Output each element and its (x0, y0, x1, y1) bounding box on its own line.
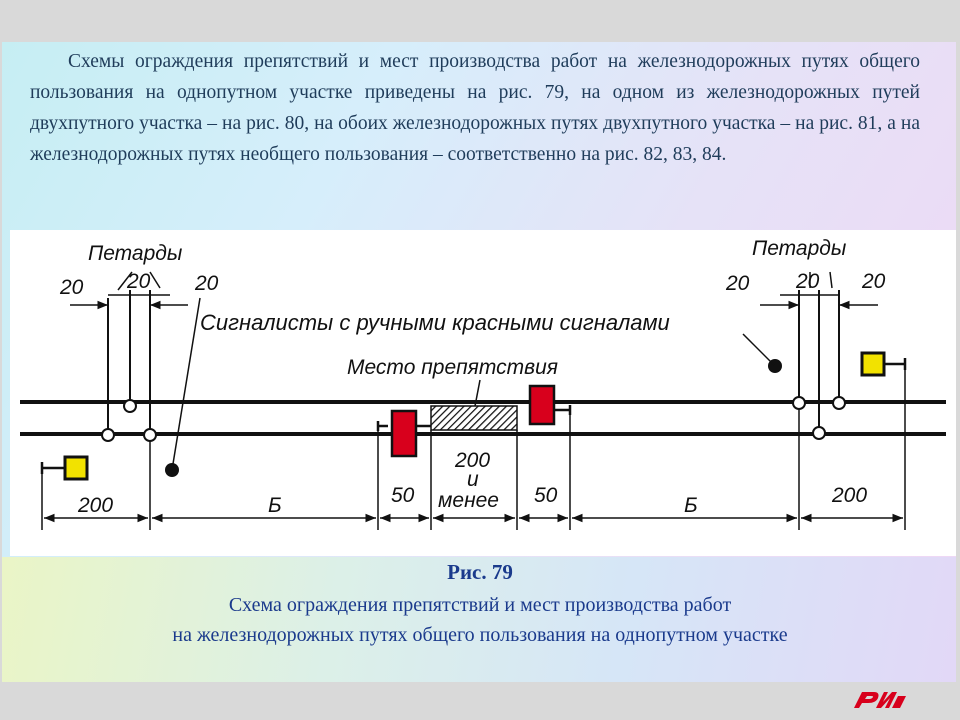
label-200-left: 200 (77, 494, 113, 517)
label-20-right-c: 20 (861, 270, 886, 293)
petard-right-1 (792, 396, 806, 410)
label-20-left-b: 20 (126, 270, 151, 293)
fencing-diagram: Петарды Петарды 20 20 20 20 20 20 Сигнал… (20, 237, 946, 530)
label-petardy-left: Петарды (88, 242, 183, 265)
label-obstacle-len-2: и (467, 468, 479, 491)
rzd-logo-icon (848, 684, 908, 714)
label-200-right: 200 (831, 484, 867, 507)
intro-paragraph: Схемы ограждения препятствий и мест прои… (30, 51, 920, 165)
figure-79: Петарды Петарды 20 20 20 20 20 20 Сигнал… (10, 230, 956, 556)
figure-caption-line-2: на железнодорожных путях общего пользова… (172, 624, 788, 646)
label-50-left: 50 (391, 484, 415, 507)
yellow-signal-left (63, 455, 89, 481)
label-signalmen: Сигналисты с ручными красными сигналами (200, 310, 670, 335)
label-obstacle-len-1: 200 (454, 449, 490, 472)
obstacle-zone (430, 405, 518, 431)
label-b-left: Б (268, 494, 282, 517)
label-20-left-c: 20 (194, 272, 219, 295)
label-obstacle: Место препятствия (347, 356, 558, 379)
red-signal-left (390, 409, 418, 458)
label-20-right-b: 20 (795, 270, 820, 293)
red-signal-right (528, 384, 556, 426)
label-petardy-right: Петарды (752, 237, 847, 260)
label-b-right: Б (684, 494, 698, 517)
bottom-band (0, 682, 960, 720)
petard-right-2 (832, 396, 846, 410)
petard-left-1 (123, 399, 137, 413)
label-obstacle-len-3: менее (438, 489, 499, 512)
slide-lower-gradient (2, 557, 956, 682)
label-20-right-a: 20 (725, 272, 750, 295)
yellow-signal-right (860, 351, 886, 377)
petard-left-2 (101, 428, 115, 442)
figure-caption-text: Схема ограждения препятствий и мест прои… (0, 590, 960, 650)
label-50-right: 50 (534, 484, 558, 507)
top-band (0, 0, 960, 42)
petard-right-3 (812, 426, 826, 440)
label-20-left-a: 20 (59, 276, 84, 299)
figure-caption-line-1: Схема ограждения препятствий и мест прои… (228, 594, 732, 616)
petard-left-3 (143, 428, 157, 442)
figure-caption-title: Рис. 79 (447, 560, 513, 584)
